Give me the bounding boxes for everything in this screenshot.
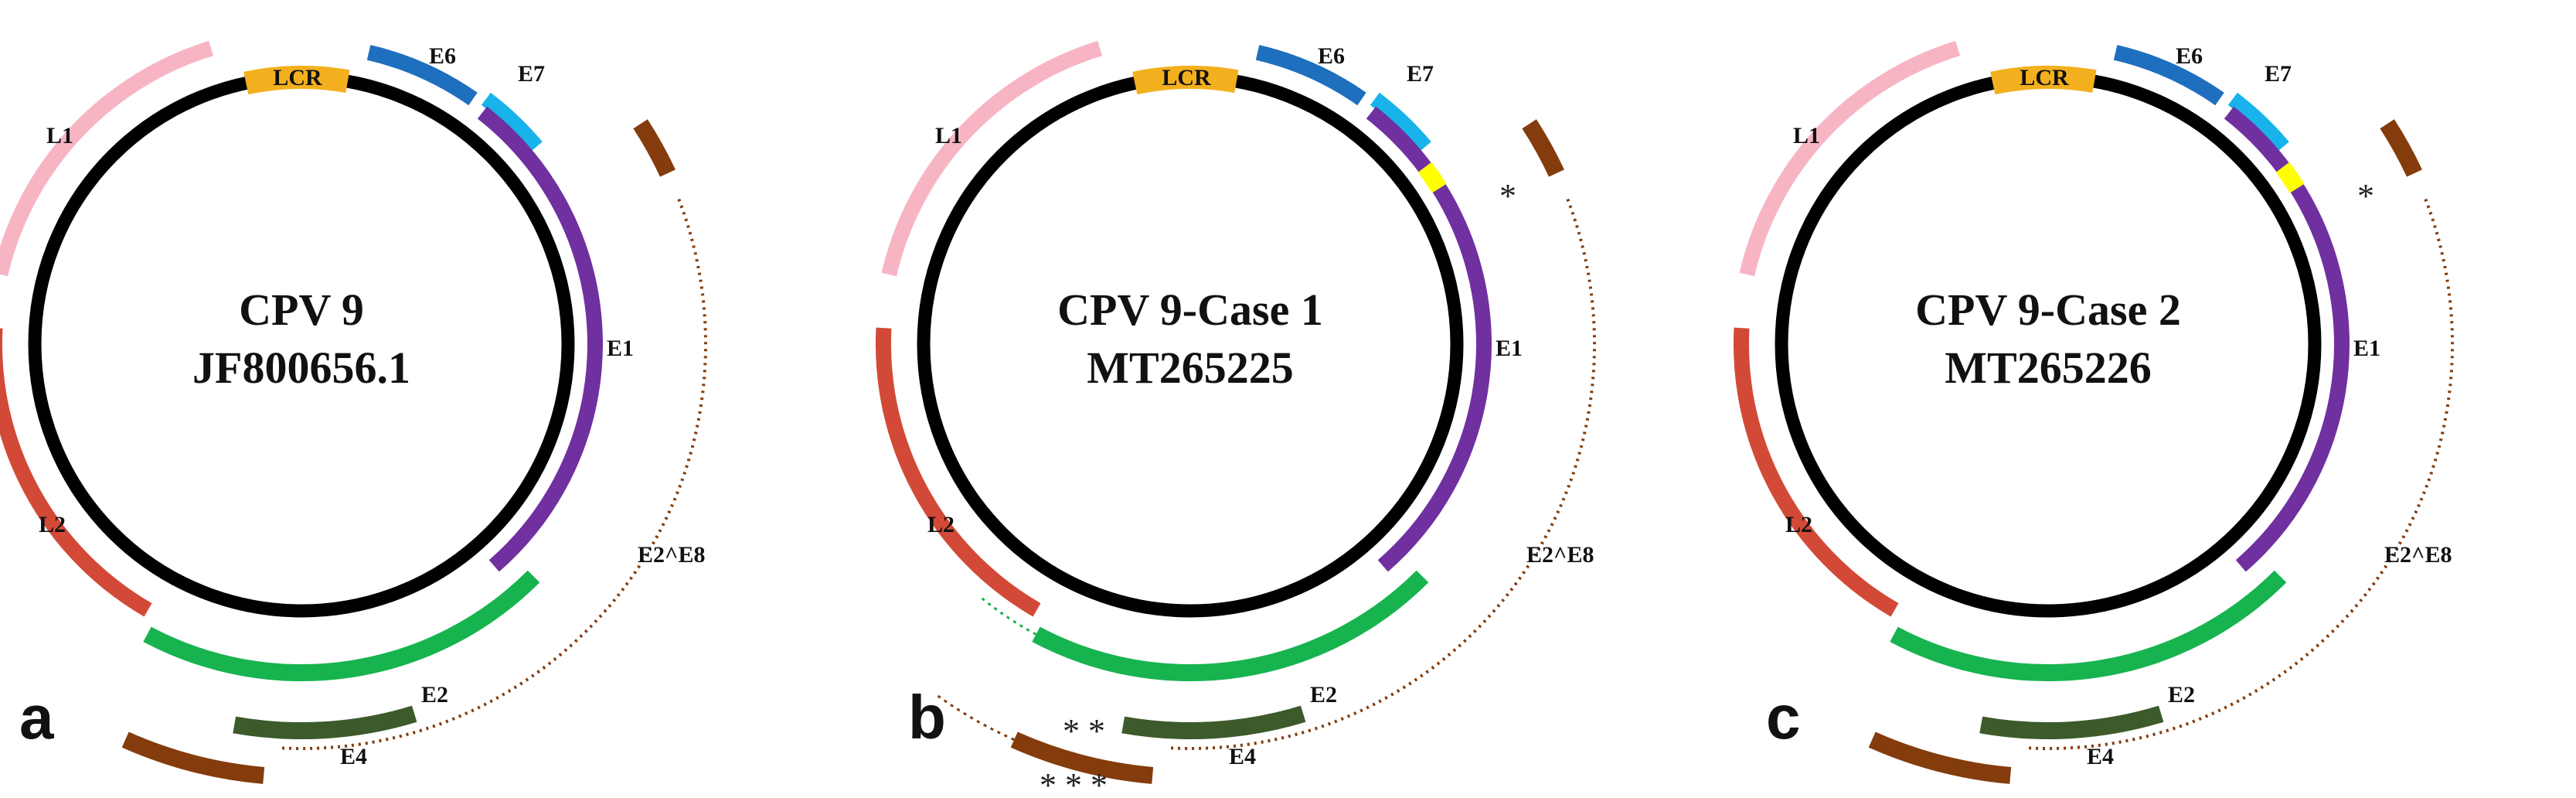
panel-letter: a: [19, 683, 54, 752]
e2-gene-arc: [143, 570, 540, 681]
e6-gene-arc: [366, 45, 478, 106]
genome-title: CPV 9: [239, 285, 364, 335]
l2-gene-arc: [875, 327, 1041, 617]
e2-truncation-asterisks: * *: [1063, 712, 1105, 750]
lcr-segment: [1132, 65, 1239, 95]
variant-asterisk: *: [2357, 177, 2374, 215]
e2e8-exon-arc: [1010, 732, 1154, 784]
e6-label: E6: [1318, 43, 1345, 69]
e1-label: E1: [1496, 336, 1523, 361]
l2-label: L2: [927, 512, 955, 537]
accession-number: MT265225: [1087, 343, 1293, 393]
l2-gene-arc: [1733, 327, 1899, 617]
lcr-label: LCR: [2020, 65, 2069, 90]
lcr-label: LCR: [1162, 65, 1211, 90]
e2-gene-arc: [1890, 570, 2287, 681]
e4-label: E4: [2087, 744, 2114, 769]
l1-label: L1: [46, 123, 73, 148]
e8-exon-arc: [1522, 119, 1564, 177]
variant-marker: [2275, 162, 2305, 193]
accession-number: MT265226: [1945, 343, 2151, 393]
e6-label: E6: [2176, 43, 2203, 69]
e2e8-label: E2^E8: [2384, 542, 2452, 568]
e7-gene-arc: [1370, 92, 1431, 152]
e2-label: E2: [2168, 682, 2195, 708]
e4-gene-arc: [1979, 705, 2164, 740]
e7-label: E7: [2265, 61, 2292, 87]
lcr-label: LCR: [273, 65, 322, 90]
panel-letter: c: [1766, 683, 1801, 752]
e2e8-label: E2^E8: [638, 542, 705, 568]
genome-title: CPV 9-Case 2: [1915, 285, 2181, 335]
l1-gene-arc: [0, 40, 214, 277]
l2-label: L2: [1785, 512, 1812, 537]
genome-title: CPV 9-Case 1: [1057, 285, 1323, 335]
e2e8-truncation-asterisks: * * *: [1040, 766, 1108, 798]
e7-label: E7: [518, 61, 545, 87]
e4-label: E4: [340, 744, 367, 769]
e8-exon-arc: [633, 119, 675, 177]
variant-marker: [1417, 162, 1447, 193]
e2e8-truncation-dotted: [934, 693, 1015, 741]
l2-gene-arc: [0, 328, 152, 617]
e4-gene-arc: [233, 705, 417, 740]
l1-gene-arc: [881, 40, 1103, 277]
e6-label: E6: [429, 43, 456, 69]
l1-label: L1: [1793, 123, 1820, 148]
e7-gene-arc: [2227, 92, 2289, 152]
e6-gene-arc: [1255, 45, 1366, 106]
e7-label: E7: [1407, 61, 1434, 87]
e6-gene-arc: [2113, 45, 2224, 106]
e8-exon-arc: [2380, 119, 2422, 177]
e4-label: E4: [1229, 744, 1256, 769]
e4-gene-arc: [1121, 705, 1306, 740]
e2-label: E2: [421, 682, 448, 708]
lcr-segment: [243, 65, 350, 95]
l2-label: L2: [39, 512, 66, 537]
e2e8-label: E2^E8: [1526, 542, 1594, 568]
variant-asterisk: *: [1499, 177, 1516, 215]
e7-gene-arc: [481, 92, 543, 152]
l1-label: L1: [935, 123, 962, 148]
e1-label: E1: [607, 336, 634, 361]
accession-number: JF800656.1: [192, 343, 410, 393]
e1-label: E1: [2353, 336, 2380, 361]
lcr-segment: [1990, 65, 2097, 95]
e2e8-exon-arc: [121, 732, 265, 784]
e2-label: E2: [1310, 682, 1337, 708]
panel-letter: b: [908, 683, 946, 752]
e2-gene-arc: [1032, 570, 1429, 681]
e1-gene-arc: [477, 106, 603, 572]
e2e8-exon-arc: [1868, 732, 2012, 784]
l1-gene-arc: [1739, 40, 1961, 277]
